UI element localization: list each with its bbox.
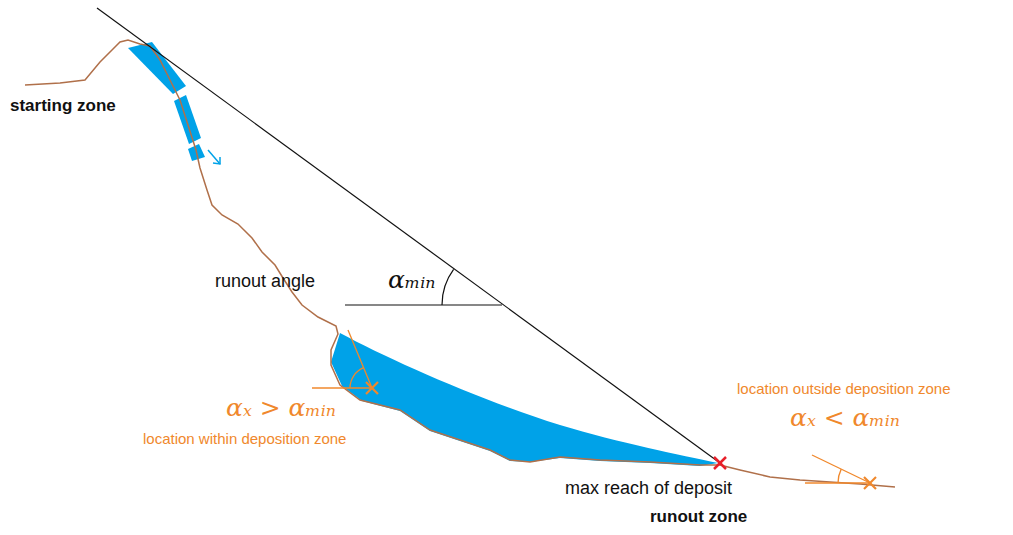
max-reach-mark (714, 457, 726, 469)
angle-label: runout angle (215, 271, 315, 292)
snow-slab (128, 42, 186, 94)
avalanche-deposit (331, 333, 718, 466)
angle-marker (312, 330, 378, 394)
terrain-profile (25, 40, 895, 487)
angle-arc (442, 269, 454, 305)
location-note: location within deposition zone (143, 430, 346, 447)
horizontal-reference (345, 304, 502, 305)
angle-condition: αₓ < αₘᵢₙ (790, 404, 900, 433)
runout-line (97, 8, 720, 463)
zone-label: runout zone (650, 507, 747, 527)
angle-condition: αₓ > αₘᵢₙ (226, 394, 336, 423)
flow-arrow (208, 150, 220, 164)
reach-label: max reach of deposit (565, 478, 732, 499)
snow-slab (174, 95, 201, 144)
angle-symbol: αₘᵢₙ (388, 266, 435, 295)
angle-marker (805, 455, 876, 489)
zone-label: starting zone (10, 96, 116, 116)
location-note: location outside deposition zone (737, 380, 951, 397)
